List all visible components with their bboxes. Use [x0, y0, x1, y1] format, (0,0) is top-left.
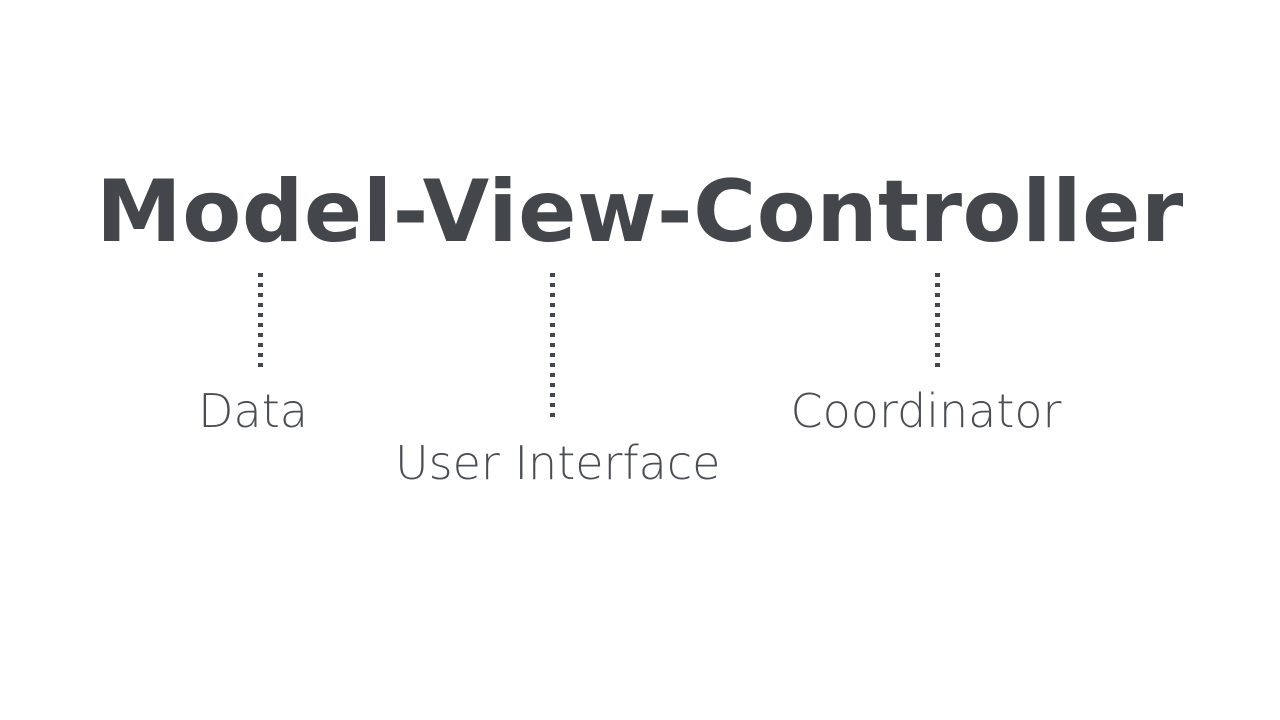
view-connector-dotted-line — [550, 273, 555, 417]
model-connector-dotted-line — [258, 273, 263, 367]
page-title: Model-View-Controller — [96, 162, 1184, 262]
model-label-data: Data — [198, 384, 308, 438]
view-label-user-interface: User Interface — [395, 436, 721, 490]
controller-connector-dotted-line — [935, 273, 940, 367]
controller-label-coordinator: Coordinator — [790, 384, 1062, 438]
